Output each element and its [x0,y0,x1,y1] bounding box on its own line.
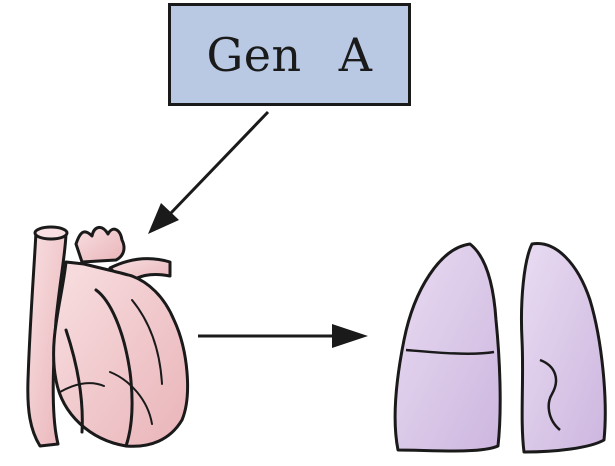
arrow-gene-to-heart [148,112,268,234]
left-lung [395,244,500,451]
right-lung [521,244,605,452]
gene-box: Gen A [168,3,411,106]
gene-label: Gen A [207,28,373,82]
heart-illustration [28,227,188,446]
arrow-heart-to-lungs [198,324,368,348]
